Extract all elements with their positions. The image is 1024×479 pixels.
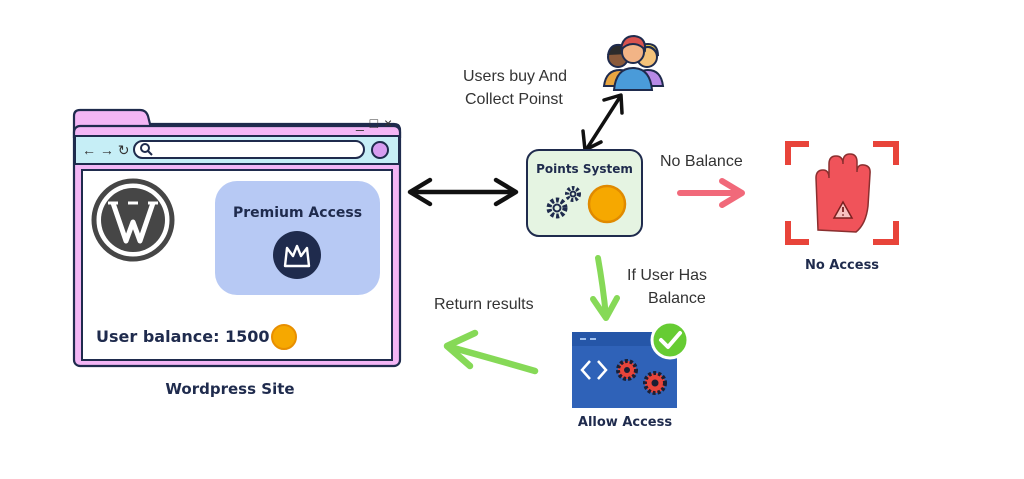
allow-access-caption: Allow Access bbox=[577, 415, 673, 430]
arrow-has-balance bbox=[590, 255, 620, 321]
user-balance-value: 1500 bbox=[225, 327, 270, 346]
return-results-label: Return results bbox=[434, 296, 534, 313]
points-system-title: Points System bbox=[536, 162, 633, 176]
premium-access-label: Premium Access bbox=[232, 205, 363, 221]
search-icon bbox=[140, 143, 153, 156]
users-label-line2: Collect Poinst bbox=[465, 91, 563, 108]
no-access-caption: No Access bbox=[804, 258, 880, 273]
no-balance-label: No Balance bbox=[660, 153, 743, 170]
premium-access-card bbox=[215, 181, 380, 295]
wordpress-logo-icon bbox=[91, 178, 175, 262]
has-balance-label-line1: If User Has bbox=[627, 267, 708, 284]
user-balance-label: User balance: bbox=[96, 327, 220, 346]
nav-arrows-icon: ← → ↻ bbox=[82, 142, 130, 158]
arrow-points-users bbox=[581, 93, 624, 152]
wordpress-site-caption: Wordpress Site bbox=[165, 380, 295, 398]
points-coin-icon bbox=[587, 184, 627, 224]
has-balance-label-line2: Balance bbox=[648, 290, 706, 307]
arrow-return-results bbox=[443, 329, 539, 375]
gears-icon bbox=[546, 186, 581, 219]
coin-icon bbox=[271, 324, 297, 350]
checkmark-icon bbox=[650, 320, 690, 360]
window-controls: _ □ × bbox=[356, 115, 394, 131]
crown-icon bbox=[283, 244, 311, 268]
users-label-line1: Users buy And bbox=[463, 68, 568, 85]
arrow-no-balance bbox=[677, 178, 745, 208]
users-group-icon bbox=[602, 34, 665, 91]
arrow-browser-points bbox=[407, 177, 519, 207]
stop-hand-icon bbox=[785, 141, 899, 245]
